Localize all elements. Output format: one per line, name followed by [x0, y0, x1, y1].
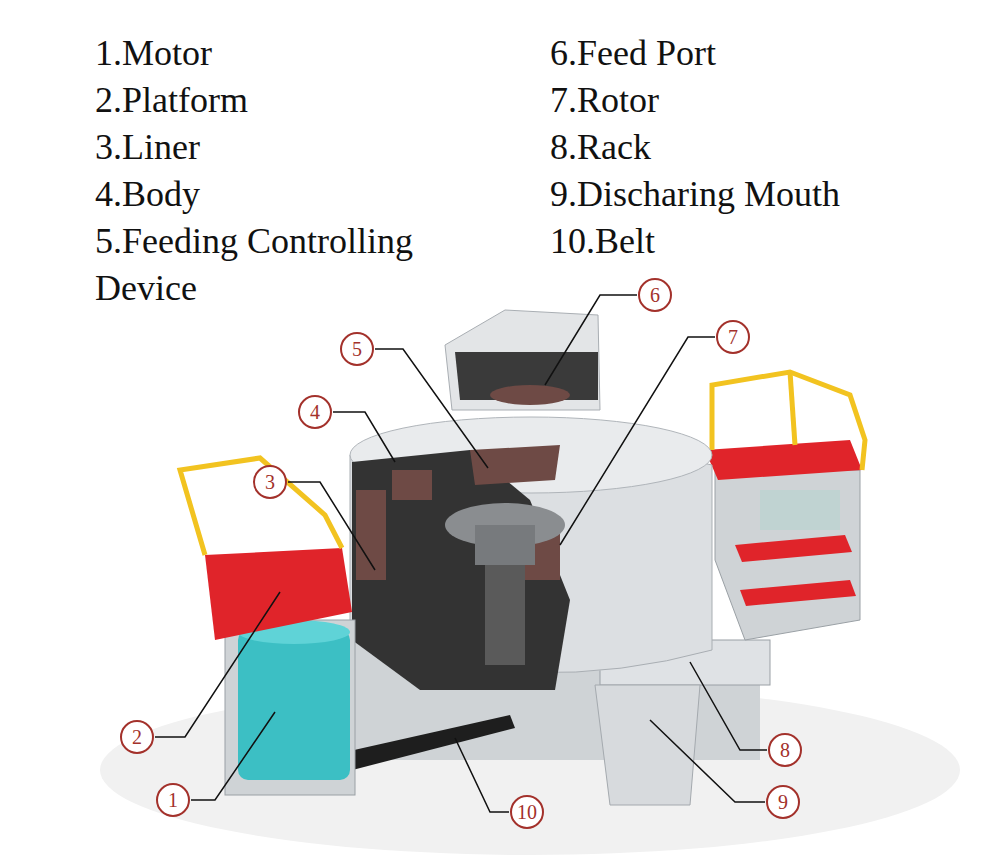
callout-number: 5: [352, 339, 362, 359]
callout-circle: 2: [120, 720, 154, 754]
leader-line: [191, 712, 275, 800]
discharging-mouth: [595, 685, 700, 805]
leader-line: [545, 295, 637, 385]
part-label: 7.Rotor: [550, 77, 970, 124]
leader-line: [333, 412, 395, 462]
feed-hole: [490, 385, 570, 405]
part-label: 8.Rack: [550, 124, 970, 171]
step: [740, 580, 856, 606]
callout-circle: 5: [340, 332, 374, 366]
callout-circle: 6: [638, 278, 672, 312]
part-label: 5.Feeding Controlling Device: [95, 218, 515, 312]
leader-line: [455, 738, 509, 812]
mesh: [760, 490, 840, 530]
part-label: 4.Body: [95, 171, 515, 218]
callout-circle: 4: [298, 395, 332, 429]
callout-circle: 7: [716, 320, 750, 354]
railing: [790, 372, 795, 445]
right-platform: [705, 440, 862, 480]
part-label: 10.Belt: [550, 218, 970, 265]
part-label: 3.Liner: [95, 124, 515, 171]
part-label: 2.Platform: [95, 77, 515, 124]
leader-lines: [155, 295, 767, 812]
callout-number: 9: [778, 792, 788, 812]
callout-number: 6: [650, 285, 660, 305]
callout-number: 3: [265, 472, 275, 492]
leader-line: [560, 337, 715, 545]
stair-frame: [715, 470, 860, 640]
leader-line: [288, 482, 375, 570]
callout-circle: 1: [156, 783, 190, 817]
callout-circle: 8: [768, 733, 802, 767]
part-label: 9.Discharing Mouth: [550, 171, 970, 218]
callout-number: 1: [168, 790, 178, 810]
callout-number: 2: [132, 727, 142, 747]
feeding-controller: [470, 445, 560, 485]
callout-number: 7: [728, 327, 738, 347]
railing: [712, 372, 865, 470]
leader-line: [690, 662, 767, 750]
callout-number: 8: [780, 740, 790, 760]
feed-port: [445, 310, 600, 410]
motor: [238, 630, 350, 780]
leader-line: [650, 720, 765, 802]
railing: [180, 458, 342, 555]
cutaway: [352, 450, 570, 690]
part-label: 1.Motor: [95, 30, 515, 77]
callout-circle: 10: [510, 795, 544, 829]
liner: [392, 470, 432, 500]
rotor-hub: [475, 525, 535, 565]
callout-number: 10: [517, 802, 537, 822]
step: [735, 535, 852, 562]
part-label: 6.Feed Port: [550, 30, 970, 77]
callout-circle: 3: [253, 465, 287, 499]
callout-circle: 9: [766, 785, 800, 819]
shaft: [485, 565, 525, 665]
callout-number: 4: [310, 402, 320, 422]
liner: [356, 490, 386, 580]
leader-line: [375, 349, 488, 468]
leader-line: [155, 592, 280, 737]
